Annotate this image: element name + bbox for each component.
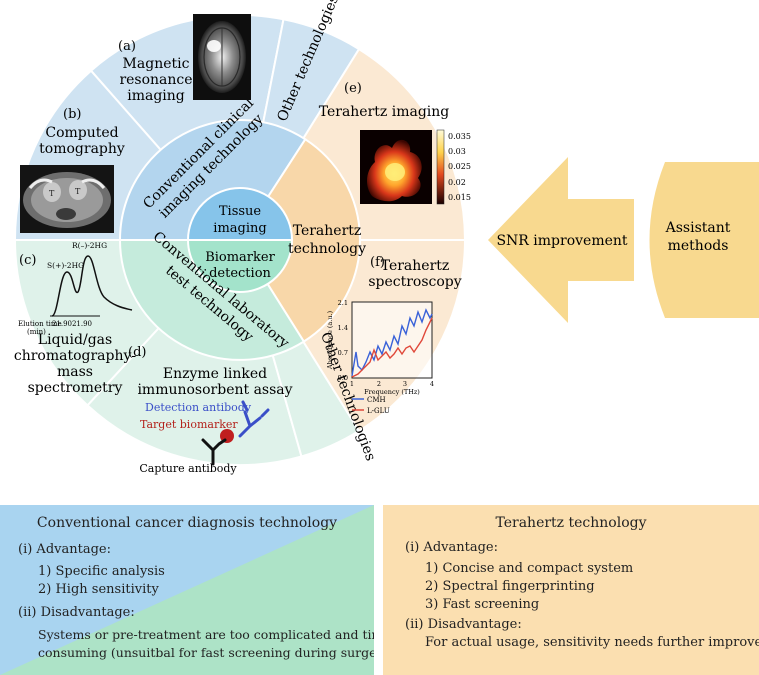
- thz-image: [360, 129, 445, 205]
- thz-spec-tag: (f): [370, 255, 385, 270]
- spectrum-ytick-1: 2.1: [338, 299, 348, 307]
- thz-cbar-2: 0.03: [448, 147, 466, 156]
- inner-biomarker: [186, 239, 294, 293]
- biomarker-label-1: Biomarker: [205, 250, 275, 265]
- terahertz-advantage-1: 1) Concise and compact system: [425, 561, 634, 576]
- conventional-disadvantage-line-2: consuming (unsuitbal for fast screening …: [38, 645, 374, 660]
- tissue-label-1: Tissue: [219, 204, 262, 219]
- elisa-antibody-diagram: [201, 400, 270, 466]
- elisa-tag: (d): [128, 345, 146, 360]
- ct-title-1: Computed: [45, 125, 118, 141]
- inner-tissue: [186, 187, 294, 241]
- tissue-label-2: imaging: [213, 221, 266, 236]
- spectrum-plot: [351, 301, 433, 411]
- lcms-tick-2: 21.90: [72, 320, 92, 328]
- spectrum-xtick-3: 3: [403, 380, 407, 388]
- ct-image: T T: [20, 165, 114, 233]
- diagram-canvas: Tissue imaging Biomarker detection Conve…: [14, 0, 759, 475]
- conventional-panel: Conventional cancer diagnosis technology…: [0, 505, 374, 675]
- conventional-panel-bg: [0, 505, 374, 675]
- lcms-tick-1: 21.90: [52, 320, 72, 328]
- mri-tag: (a): [118, 39, 136, 54]
- thz-imaging-title: Terahertz imaging: [319, 104, 450, 120]
- lcms-title-1: Liquid/gas: [38, 332, 112, 348]
- thz-cbar-3: 0.025: [448, 162, 471, 171]
- biomarker-label-2: detection: [209, 266, 271, 281]
- svg-text:T: T: [75, 187, 81, 196]
- thz-cbar-1: 0.035: [448, 132, 471, 141]
- elisa-target-label: Target biomarker: [140, 418, 238, 431]
- spectrum-xtick-4: 4: [430, 380, 434, 388]
- lcms-chromatogram: [51, 255, 133, 317]
- terahertz-advantage-2: 2) Spectral fingerprinting: [425, 579, 595, 594]
- snr-arrow-label: SNR improvement: [496, 233, 627, 249]
- terahertz-panel: Terahertz technology (i) Advantage: 1) C…: [383, 505, 759, 675]
- mri-title-1: Magnetic: [123, 56, 190, 72]
- thz-imaging-tag: (e): [344, 81, 362, 96]
- spectrum-ytick-2: 1.4: [338, 324, 348, 332]
- spectrum-xtick-1: 1: [350, 380, 354, 388]
- spectrum-xtick-2: 2: [377, 380, 381, 388]
- terahertz-panel-title: Terahertz technology: [495, 515, 647, 531]
- conventional-advantage-2: 2) High sensitivity: [38, 582, 159, 597]
- thz-cbar-5: 0.015: [448, 193, 471, 202]
- thz-ring-label-1: Terahertz: [293, 223, 362, 239]
- svg-text:T: T: [49, 189, 55, 198]
- spectrum-line-cmh: [351, 308, 433, 377]
- terahertz-advantage-3: 3) Fast screening: [425, 597, 540, 612]
- conventional-advantage-heading: (i) Advantage:: [18, 542, 111, 557]
- assistant-arrow-label-2: methods: [668, 238, 729, 254]
- spectrum-xlabel: Frequency (THz): [364, 388, 420, 396]
- lcms-tag: (c): [19, 253, 36, 268]
- lcms-axis-label-2: (min): [27, 328, 46, 336]
- snr-arrow: [488, 157, 634, 323]
- lcms-peak-s: S(+)-2HG: [47, 261, 84, 270]
- spectrum-line-lglu: [351, 317, 433, 378]
- lcms-title-4: spectrometry: [28, 380, 123, 396]
- assistant-arrow-label-1: Assistant: [665, 220, 731, 236]
- elisa-detection-label: Detection antibody: [145, 401, 252, 414]
- mri-image: [193, 14, 251, 100]
- mri-title-2: resonance: [119, 72, 192, 88]
- thz-cbar-4: 0.02: [448, 178, 466, 187]
- lcms-axis-label-1: Elution time: [18, 320, 62, 328]
- conventional-disadvantage-line-1: Systems or pre-treatment are too complic…: [38, 627, 374, 642]
- spectrum-ytick-4: 0.0: [338, 374, 348, 382]
- lcms-peak-r: R(–)-2HG: [72, 241, 107, 250]
- terahertz-advantage-heading: (i) Advantage:: [405, 540, 498, 555]
- thz-ring-label-2: technology: [288, 241, 366, 257]
- mri-title-3: imaging: [127, 88, 185, 104]
- elisa-capture-label: Capture antibody: [139, 462, 237, 475]
- conventional-advantage-1: 1) Specific analysis: [38, 564, 165, 579]
- elisa-title-2: immunosorbent assay: [137, 382, 292, 398]
- conventional-panel-title: Conventional cancer diagnosis technology: [36, 515, 338, 531]
- terahertz-disadvantage-heading: (ii) Disadvantage:: [405, 617, 522, 632]
- terahertz-disadvantage-line-1: For actual usage, sensitivity needs furt…: [425, 635, 759, 650]
- legend-label-cmh: CMH: [367, 396, 386, 404]
- ct-tag: (b): [63, 107, 81, 122]
- ct-title-2: tomography: [39, 141, 125, 157]
- lcms-title-2: chromatography-: [14, 348, 137, 364]
- spectrum-ytick-3: 0.7: [338, 349, 348, 357]
- lcms-title-3: mass: [57, 364, 93, 380]
- elisa-title-1: Enzyme linked: [163, 366, 267, 382]
- thz-spec-title-1: Terahertz: [381, 258, 450, 274]
- conventional-disadvantage-heading: (ii) Disadvantage:: [18, 605, 135, 620]
- thz-spec-title-2: spectroscopy: [368, 274, 461, 290]
- legend-label-lglu: L-GLU: [367, 407, 390, 415]
- ring-terahertz: [238, 137, 361, 343]
- spectrum-ylabel: Absorbance (a.u.): [326, 310, 334, 370]
- assistant-arrow: [649, 162, 759, 318]
